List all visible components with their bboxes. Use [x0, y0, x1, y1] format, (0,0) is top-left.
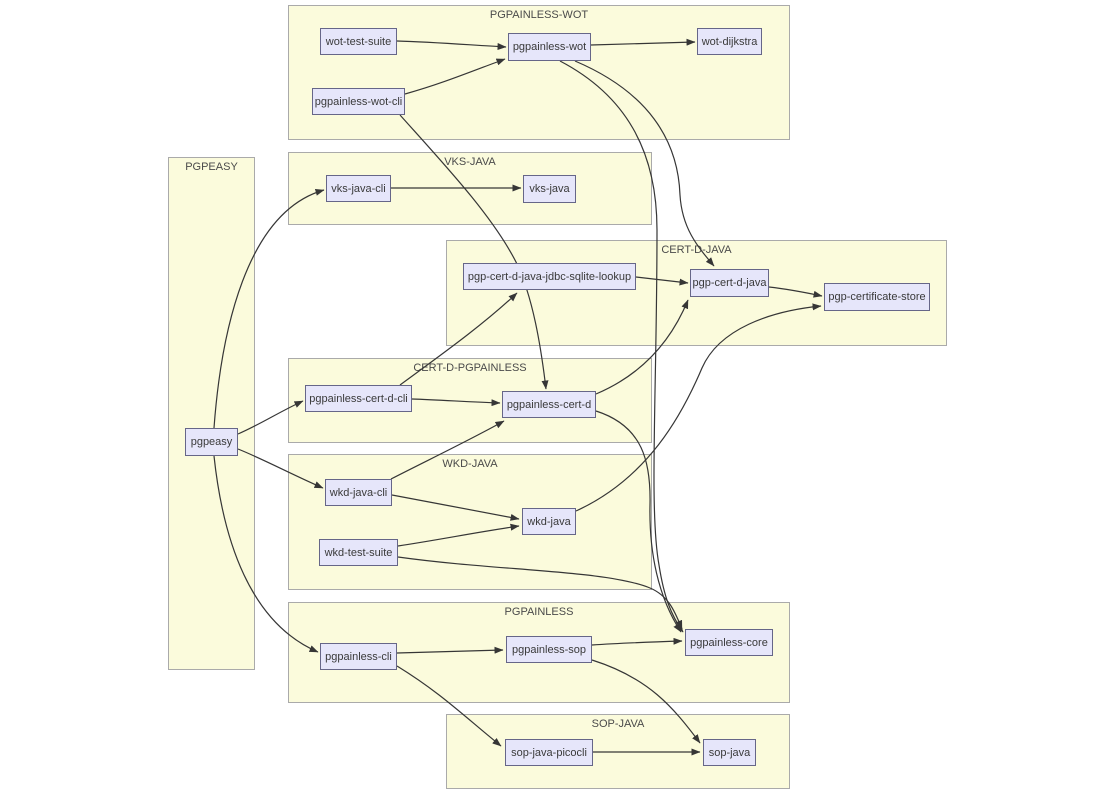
cluster-pgpainless-wot: PGPAINLESS-WOT [288, 5, 790, 140]
edge-pgpainless-wot-cli-to-pgpainless-wot [404, 58, 506, 95]
node-wkd-java: wkd-java [522, 508, 576, 535]
node-wot-test-suite: wot-test-suite [320, 28, 397, 55]
node-pgpainless-wot-cli: pgpainless-wot-cli [312, 88, 405, 115]
node-pgp-cert-d-java-jdbc-sqlite-lookup: pgp-cert-d-java-jdbc-sqlite-lookup [463, 263, 636, 290]
edge-pgpainless-cert-d-to-pgp-cert-d-java [595, 299, 689, 395]
node-pgpainless-cli: pgpainless-cli [320, 643, 397, 670]
node-vks-java-cli: vks-java-cli [326, 175, 391, 202]
edge-pgpainless-sop-to-pgpainless-core [591, 637, 683, 646]
cluster-pgpainless-label: PGPAINLESS [504, 606, 574, 618]
node-pgpainless-core: pgpainless-core [685, 629, 773, 656]
cluster-pgpeasy: PGPEASY [168, 157, 255, 670]
cluster-pgpainless-wot-label: PGPAINLESS-WOT [489, 9, 589, 21]
node-wot-dijkstra: wot-dijkstra [697, 28, 762, 55]
edge-pgpainless-cert-d-cli-to-jdbc-sqlite-lookup [399, 292, 518, 386]
cluster-wkd-java: WKD-JAVA [288, 454, 652, 590]
node-pgpeasy: pgpeasy [185, 428, 238, 456]
edge-pgp-cert-d-java-to-pgp-certificate-store [768, 286, 823, 298]
cluster-pgpeasy-label: PGPEASY [185, 161, 238, 173]
node-vks-java: vks-java [523, 175, 576, 203]
edge-jdbc-sqlite-lookup-to-pgp-cert-d-java [635, 276, 689, 286]
node-pgp-certificate-store: pgp-certificate-store [824, 283, 930, 311]
edge-wkd-java-to-pgp-certificate-store [575, 303, 822, 512]
cluster-vks-java-label: VKS-JAVA [444, 156, 496, 168]
node-pgpainless-sop: pgpainless-sop [506, 636, 592, 663]
node-wkd-test-suite: wkd-test-suite [319, 539, 398, 566]
node-sop-java: sop-java [703, 739, 756, 766]
edge-wkd-java-cli-to-wkd-java [391, 494, 520, 521]
cluster-wkd-java-label: WKD-JAVA [442, 458, 498, 470]
edge-pgpeasy-to-pgpainless-cert-d-cli [237, 400, 304, 435]
edge-pgpainless-cert-d-cli-to-pgpainless-cert-d [411, 398, 501, 407]
node-pgpainless-cert-d: pgpainless-cert-d [502, 391, 596, 418]
edge-pgpainless-cli-to-pgpainless-sop [396, 646, 504, 654]
edge-pgpainless-wot-to-pgpainless-core [559, 60, 684, 633]
cluster-cert-d-pgpainless-label: CERT-D-PGPAINLESS [413, 362, 527, 374]
node-pgpainless-wot: pgpainless-wot [508, 33, 591, 61]
cluster-cert-d-java-label: CERT-D-JAVA [661, 244, 732, 256]
node-sop-java-picocli: sop-java-picocli [505, 739, 593, 766]
edge-wot-test-suite-to-pgpainless-wot [396, 40, 507, 51]
cluster-sop-java-label: SOP-JAVA [591, 718, 645, 730]
edge-wkd-test-suite-to-wkd-java [397, 523, 520, 547]
edge-pgpeasy-to-wkd-java-cli [237, 448, 324, 489]
node-pgp-cert-d-java: pgp-cert-d-java [690, 269, 769, 297]
edge-pgpainless-cli-to-sop-java-picocli [396, 665, 502, 747]
edge-wkd-java-cli-to-pgpainless-cert-d [390, 420, 505, 480]
edge-pgpainless-cert-d-to-pgpainless-core [595, 410, 682, 633]
edge-pgpainless-wot-to-wot-dijkstra [590, 38, 696, 46]
edge-pgpeasy-to-vks-java-cli [213, 188, 325, 429]
node-pgpainless-cert-d-cli: pgpainless-cert-d-cli [305, 385, 412, 412]
edge-pgpainless-wot-to-pgp-cert-d-java [574, 60, 715, 267]
edge-wkd-test-suite-to-pgpainless-core [397, 556, 683, 630]
node-wkd-java-cli: wkd-java-cli [325, 479, 392, 506]
edge-pgpainless-wot-cli-to-pgpainless-cert-d [399, 114, 549, 390]
edge-pgpeasy-to-pgpainless-cli [213, 455, 319, 653]
edge-pgpainless-sop-to-sop-java [591, 659, 701, 744]
